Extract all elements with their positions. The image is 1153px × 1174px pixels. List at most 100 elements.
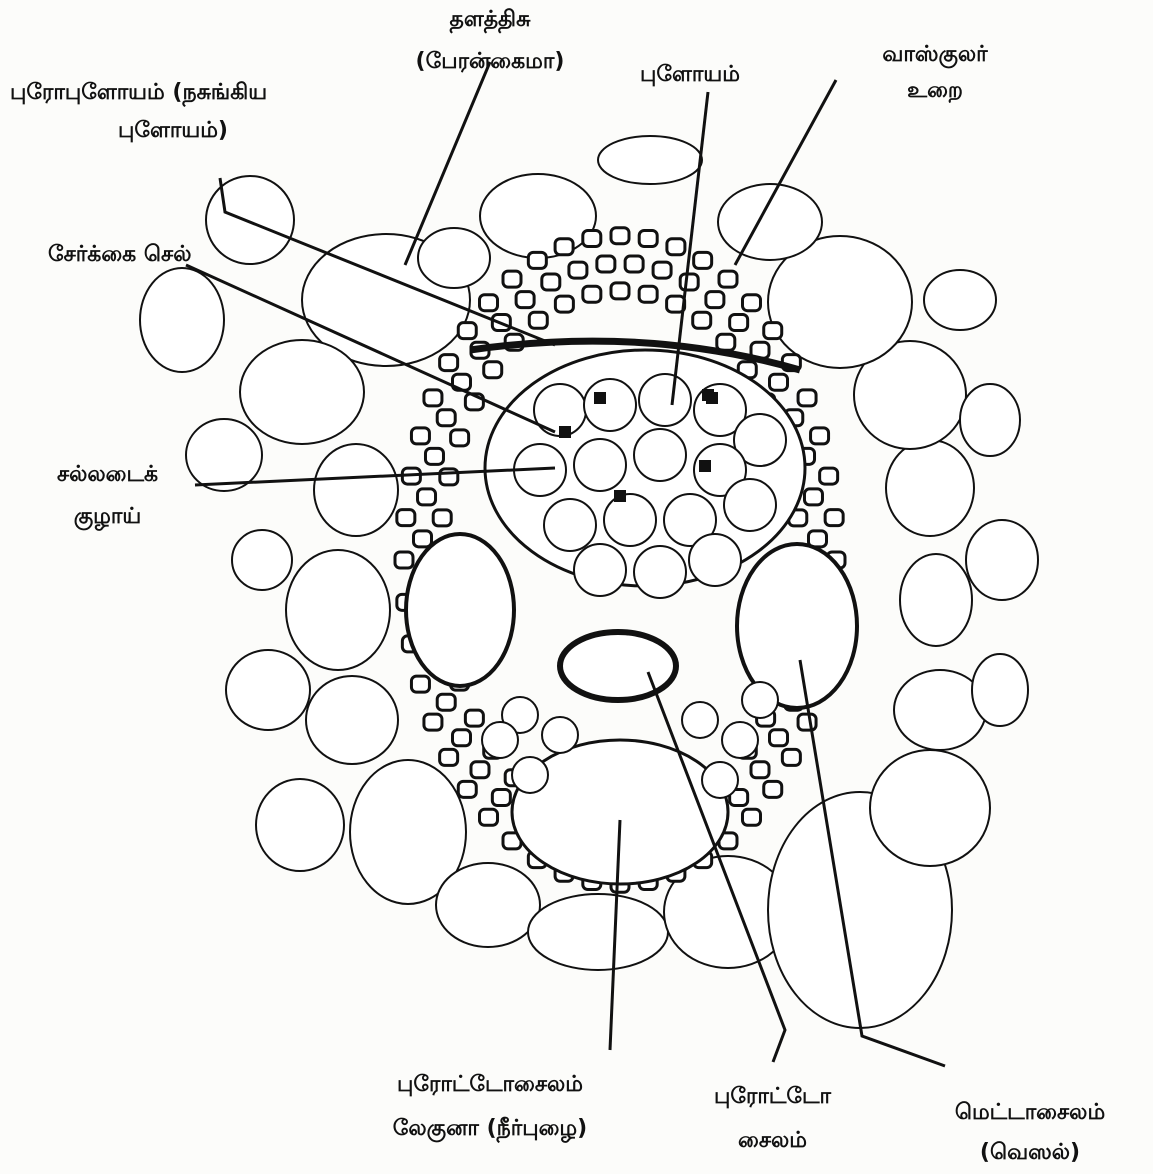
sclerenchyma-cell <box>555 296 573 312</box>
sclerenchyma-cell <box>480 295 498 311</box>
sclerenchyma-cell <box>542 274 560 290</box>
parenchyma-cell <box>966 520 1038 600</box>
sclerenchyma-cell <box>569 262 587 278</box>
sclerenchyma-cell <box>770 730 788 746</box>
parenchyma-cell <box>286 550 390 670</box>
sclerenchyma-cell <box>465 710 483 726</box>
sclerenchyma-cell <box>719 271 737 287</box>
parenchyma-cell <box>186 419 262 491</box>
label-sieve-tube-line2: குழாய் <box>20 502 195 532</box>
sclerenchyma-cell <box>471 762 489 778</box>
sclerenchyma-cell <box>528 252 546 268</box>
parenchyma-cell <box>972 654 1028 726</box>
sclerenchyma-cell <box>583 286 601 302</box>
sclerenchyma-cell <box>611 283 629 299</box>
sclerenchyma-cell <box>516 292 534 308</box>
sclerenchyma-cell <box>751 762 769 778</box>
sclerenchyma-cell <box>418 489 436 505</box>
xylem-parenchyma-cell <box>702 762 738 798</box>
parenchyma-cell <box>206 176 294 264</box>
label-phloem: புளோயம் <box>640 60 740 90</box>
sclerenchyma-cell <box>452 730 470 746</box>
protoxylem-vessel <box>560 632 676 700</box>
companion-cell <box>706 392 718 404</box>
xylem-parenchyma-cell <box>542 717 578 753</box>
label-bundle-sheath-line1: தளத்திசு <box>370 5 610 35</box>
label-protoxylem-lacuna-line1: புரோட்டோசைலம் <box>345 1070 635 1100</box>
sclerenchyma-cell <box>782 749 800 765</box>
label-companion-cell: சேர்க்கை செல் <box>48 240 191 270</box>
sclerenchyma-cell <box>680 274 698 290</box>
sclerenchyma-cell <box>451 430 469 446</box>
sclerenchyma-cell <box>742 295 760 311</box>
xylem-parenchyma-cell <box>682 702 718 738</box>
sclerenchyma-cell <box>480 809 498 825</box>
label-vascular-sheath: வாஸ்குலர் உறை <box>855 40 1015 106</box>
parenchyma-cell <box>240 340 364 444</box>
sclerenchyma-cell <box>529 312 547 328</box>
sieve-tube-cell <box>574 544 626 596</box>
sieve-tube-cell <box>574 439 626 491</box>
sieve-tube-cell <box>634 429 686 481</box>
label-protophloem-line1: புரோபுளோயம் (நசுங்கிய <box>10 78 267 108</box>
parenchyma-cell <box>436 863 540 947</box>
parenchyma-cell <box>870 750 990 866</box>
xylem-parenchyma-cell <box>512 757 548 793</box>
parenchyma-cell <box>960 384 1020 456</box>
xylem-parenchyma-cell <box>482 722 518 758</box>
parenchyma-cell <box>924 270 996 330</box>
sclerenchyma-cell <box>706 292 724 308</box>
sclerenchyma-cell <box>484 362 502 378</box>
sclerenchyma-cell <box>555 239 573 255</box>
label-metaxylem-line1: மெட்டாசைலம் <box>915 1098 1145 1128</box>
sclerenchyma-cell <box>437 410 455 426</box>
parenchyma-cell <box>140 268 224 372</box>
label-protoxylem-line2: சைலம் <box>680 1126 865 1156</box>
sclerenchyma-cell <box>440 749 458 765</box>
label-protoxylem: புரோட்டோ சைலம் <box>680 1082 865 1156</box>
xylem-parenchyma-cell <box>742 682 778 718</box>
sclerenchyma-cell <box>798 390 816 406</box>
sclerenchyma-cell <box>433 510 451 526</box>
label-protoxylem-line1: புரோட்டோ <box>680 1082 865 1112</box>
sclerenchyma-cell <box>811 428 829 444</box>
sclerenchyma-cell <box>764 781 782 797</box>
sclerenchyma-cell <box>693 312 711 328</box>
sclerenchyma-cell <box>458 323 476 339</box>
label-metaxylem-line2: (வெஸல்) <box>915 1138 1145 1168</box>
sclerenchyma-cell <box>717 334 735 350</box>
parenchyma-cell <box>528 894 668 970</box>
sclerenchyma-cell <box>492 790 510 806</box>
sclerenchyma-cell <box>742 809 760 825</box>
sclerenchyma-cell <box>764 323 782 339</box>
sclerenchyma-cell <box>424 390 442 406</box>
sclerenchyma-cell <box>424 714 442 730</box>
sclerenchyma-cell <box>583 230 601 246</box>
parenchyma-cell <box>226 650 310 730</box>
companion-cell <box>614 490 626 502</box>
sieve-tube-cell <box>634 546 686 598</box>
label-protophloem-line2: புளோயம்) <box>118 116 267 146</box>
parenchyma-cell <box>598 136 702 184</box>
sieve-tube-cell <box>604 494 656 546</box>
sclerenchyma-cell <box>440 355 458 371</box>
sclerenchyma-cell <box>694 252 712 268</box>
parenchyma-cell <box>418 228 490 288</box>
label-protoxylem-lacuna-line2: லேகுனா (நீர்புழை) <box>345 1114 635 1144</box>
sclerenchyma-cell <box>597 256 615 272</box>
label-protophloem: புரோபுளோயம் (நசுங்கிய புளோயம்) <box>10 78 267 146</box>
companion-cell <box>559 426 571 438</box>
parenchyma-cell <box>718 184 822 260</box>
label-vascular-sheath-line1: வாஸ்குலர் <box>855 40 1015 70</box>
sieve-tube-cell <box>544 499 596 551</box>
label-protoxylem-lacuna: புரோட்டோசைலம் லேகுனா (நீர்புழை) <box>345 1070 635 1144</box>
sclerenchyma-cell <box>730 314 748 330</box>
sieve-tube-cell <box>584 379 636 431</box>
sclerenchyma-cell <box>653 262 671 278</box>
sieve-tube-cell <box>689 534 741 586</box>
label-sieve-tube: சல்லடைக் குழாய் <box>20 460 195 532</box>
label-bundle-sheath-line2: (பேரன்கைமா) <box>370 47 610 77</box>
parenchyma-cell <box>900 554 972 646</box>
